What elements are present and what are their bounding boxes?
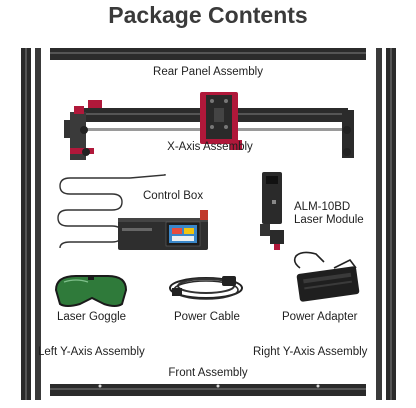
laser-module-line2: Laser Module <box>294 214 364 226</box>
front-assembly-label: Front Assembly <box>168 367 248 379</box>
left-y-axis-label: Left Y-Axis Assembly <box>38 346 145 358</box>
laser-module-line1: ALM-10BD <box>294 201 351 213</box>
rear-panel-label: Rear Panel Assembly <box>153 66 263 78</box>
right-y-axis-label: Right Y-Axis Assembly <box>253 346 368 358</box>
power-adapter-label: Power Adapter <box>282 311 358 323</box>
x-axis-label: X-Axis Assembly <box>167 141 253 153</box>
page-title: Package Contents <box>108 2 308 28</box>
control-box-label: Control Box <box>143 190 204 202</box>
laser-goggle-label: Laser Goggle <box>57 311 127 323</box>
power-cable-label: Power Cable <box>174 311 240 323</box>
